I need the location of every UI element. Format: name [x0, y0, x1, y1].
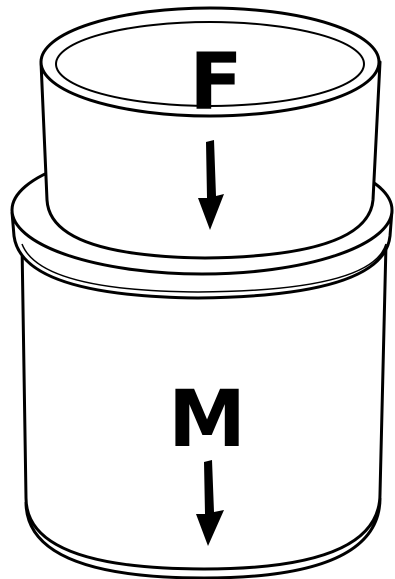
- lower-part-label: M: [168, 375, 246, 465]
- lower-arrow-down-icon: [196, 460, 224, 546]
- lower-cylinder: [20, 242, 388, 579]
- upper-arrow-down-icon: [198, 140, 224, 230]
- upper-part-label: F: [189, 38, 242, 128]
